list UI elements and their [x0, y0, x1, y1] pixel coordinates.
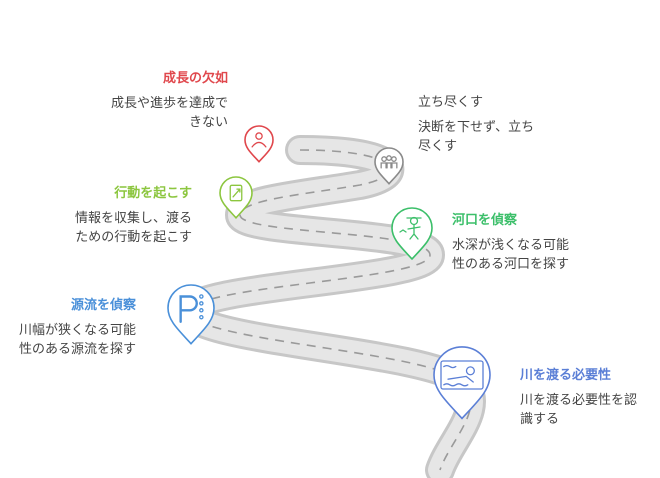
- swimmer-icon: [440, 360, 484, 390]
- step-title: 成長の欠如: [163, 70, 228, 86]
- document-icon: [229, 184, 243, 202]
- step-desc-line: 水深が浅くなる可能: [452, 238, 569, 253]
- step-title: 河口を偵察: [452, 212, 518, 228]
- step-desc-line: 識する: [520, 412, 559, 427]
- step-desc-line: きない: [189, 115, 228, 130]
- crowd-icon: [380, 155, 398, 169]
- marker-pin: [219, 176, 253, 219]
- step-desc-line: 尽くす: [418, 139, 457, 154]
- road-center-dashes: [189, 149, 472, 471]
- marker-pin: [391, 207, 433, 261]
- step-title: 行動を起こす: [113, 185, 192, 201]
- step-desc-line: 性のある源流を探す: [19, 342, 136, 357]
- step-desc-line: 決断を下せず、立ち: [418, 120, 534, 135]
- marker-pin: [244, 125, 274, 163]
- marker-pin: [433, 346, 491, 420]
- parking-sign-icon: [179, 294, 204, 323]
- step-desc-line: 性のある河口を探す: [452, 257, 569, 272]
- marker-4: [391, 207, 433, 261]
- explorer-icon: [399, 216, 422, 240]
- step-desc-line: 情報を収集し、渡る: [75, 210, 192, 226]
- marker-pin: [374, 147, 404, 185]
- person-icon: [251, 132, 267, 148]
- step-title: 源流を偵察: [71, 297, 137, 313]
- marker-2: [374, 147, 404, 185]
- step-title: 川を渡る必要性: [519, 367, 611, 383]
- marker-3: [219, 176, 253, 219]
- step-desc-line: 川を渡る必要性を認: [520, 392, 637, 408]
- step-desc-line: 川幅が狭くなる可能: [19, 323, 136, 338]
- marker-1: [244, 125, 274, 163]
- step-desc-line: ための行動を起こす: [75, 230, 192, 245]
- marker-6: [433, 346, 491, 420]
- step-header: 立ち尽くす: [418, 95, 483, 110]
- marker-5: [167, 284, 215, 345]
- step-desc-line: 成長や進歩を達成で: [111, 96, 228, 111]
